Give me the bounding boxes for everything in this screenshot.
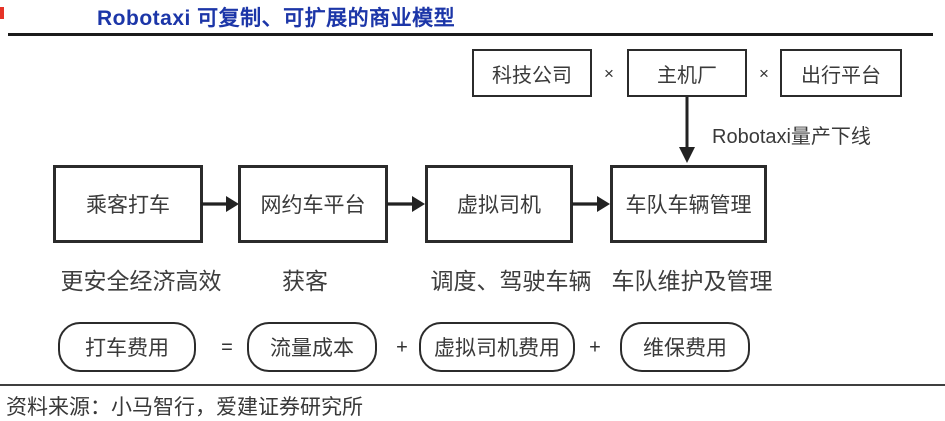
partner-box-label: 主机厂 [657,64,717,87]
formula-pill-ride-fee: 打车费用 [58,322,196,372]
flow-box-passenger-hailing: 乘客打车 [53,165,203,243]
page-title: Robotaxi 可复制、可扩展的商业模型 [97,7,456,30]
flow-box-ride-hailing-platform: 网约车平台 [238,165,388,243]
flow-box-label: 车队车辆管理 [625,194,752,217]
formula-pill-maintenance-cost: 维保费用 [620,322,750,372]
equals-operator: = [221,336,233,359]
flow-arrow-icon [387,196,425,212]
flow-caption: 更安全经济高效 [60,268,222,294]
footer-divider [0,384,945,386]
title-underline [8,33,933,36]
flow-arrow-icon [201,196,239,212]
plus-operator: + [396,336,408,359]
flow-caption: 车队维护及管理 [611,268,773,294]
plus-operator: + [589,336,601,359]
formula-pill-label: 流量成本 [270,337,354,360]
partner-box-oem: 主机厂 [627,49,747,97]
formula-pill-label: 打车费用 [85,337,169,360]
flow-caption: 获客 [282,268,328,294]
flow-box-label: 虚拟司机 [457,194,541,217]
mass-production-note: Robotaxi量产下线 [712,126,871,148]
down-arrow-icon [679,97,695,163]
formula-pill-label: 维保费用 [643,337,727,360]
formula-pill-virtual-driver-cost: 虚拟司机费用 [419,322,575,372]
partner-box-tech-company: 科技公司 [472,49,592,97]
multiply-operator: × [759,64,769,83]
formula-pill-label: 虚拟司机费用 [434,337,560,360]
source-note: 资料来源：小马智行，爱建证券研究所 [6,396,363,419]
partner-box-mobility-platform: 出行平台 [780,49,902,97]
red-accent-mark [0,7,4,19]
multiply-operator: × [604,64,614,83]
flow-box-label: 乘客打车 [86,194,170,217]
flow-box-virtual-driver: 虚拟司机 [425,165,573,243]
partner-box-label: 科技公司 [492,64,572,87]
formula-pill-traffic-cost: 流量成本 [247,322,377,372]
flow-box-label: 网约车平台 [260,194,366,217]
flow-box-fleet-vehicle-management: 车队车辆管理 [610,165,767,243]
partner-box-label: 出行平台 [801,64,881,87]
flow-caption: 调度、驾驶车辆 [430,268,592,294]
flow-arrow-icon [572,196,610,212]
